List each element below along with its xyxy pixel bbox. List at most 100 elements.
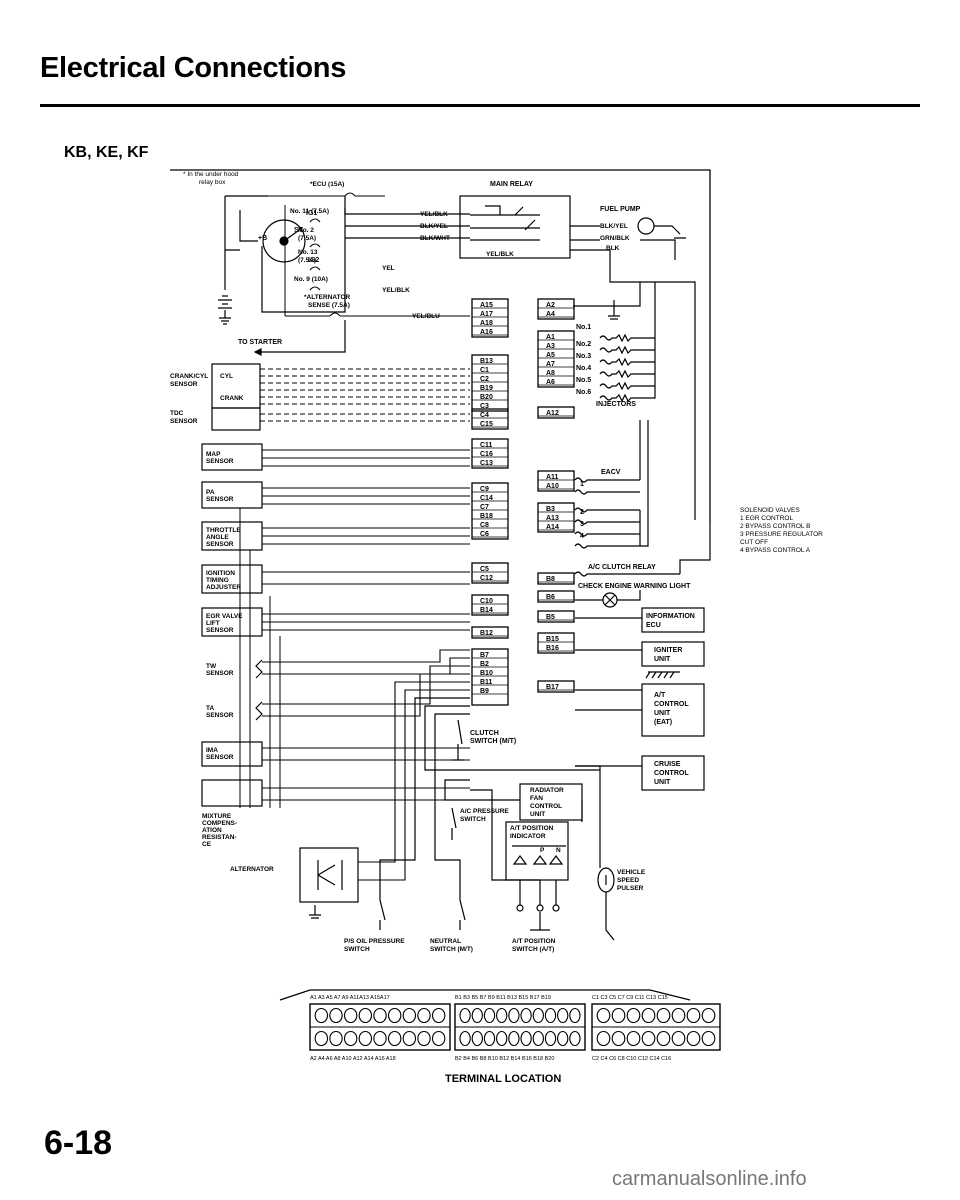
fuse-no11-label: No. 11 (7.5A) [290, 208, 329, 215]
crank-label: CRANK [220, 395, 244, 402]
mixture-resistance-label: MIXTURE [202, 813, 232, 820]
terminal-pin [343, 1007, 358, 1024]
terminal-bottom-labels: A2 A4 A6 A8 A10 A12 A14 A16 A18 [310, 1056, 396, 1062]
solenoid-legend-line: 4 BYPASS CONTROL A [740, 547, 811, 554]
terminal-pin [557, 1007, 569, 1024]
wire-yel-blk: YEL/BLK [420, 211, 448, 218]
clutch-switch-label: CLUTCH [470, 730, 499, 737]
ecu-pin-label: B6 [546, 594, 555, 601]
wire-yel-blu: YEL/BLU [412, 313, 440, 320]
ecu-pin-label: C12 [480, 575, 493, 582]
ecu-pin-label: B7 [480, 652, 489, 659]
terminal-pin [596, 1007, 611, 1024]
at-position-switch-label: A/T POSITION [512, 938, 556, 945]
mixture-resistance-label-4: RESISTAN- [202, 834, 237, 841]
thermistor-icons [255, 659, 263, 721]
ign-timing-label: IGNITION [206, 570, 235, 577]
ecu-connector-group [471, 298, 509, 338]
vehicle-speed-pulser-icon [597, 867, 615, 893]
injector-no4-label: No.4 [576, 365, 591, 372]
svg-text:2: 2 [580, 509, 584, 516]
ecu-pin-label: B11 [480, 679, 493, 686]
terminal-pin [626, 1030, 641, 1047]
alternator-icon [317, 860, 343, 890]
lower-devices: CLUTCH SWITCH (M/T) RADIATOR FAN CONTROL… [344, 697, 646, 953]
terminal-pin [656, 1030, 671, 1047]
ecu-connector-group [537, 632, 575, 654]
at-indicator-n: N [556, 847, 561, 854]
ecu-pin-label: A6 [546, 379, 555, 386]
ecu-pin-column-b: A2A4A1A3A5A7A8A6A12A11A10B3A13A14B8B6B5B… [537, 298, 575, 693]
pa-sensor-label: PA [206, 489, 215, 496]
terminal-bottom-labels: C2 C4 C6 C8 C10 C12 C14 C16 [592, 1056, 671, 1062]
fuse-no13-label: No. 13 [298, 249, 318, 256]
ima-sensor-label-2: SENSOR [206, 754, 234, 761]
ac-clutch-relay-icon [574, 571, 680, 577]
terminal-pin [701, 1007, 716, 1024]
terminal-pin [417, 1030, 431, 1047]
terminal-pin [431, 1007, 446, 1024]
alternator-label: ALTERNATOR [230, 866, 274, 873]
ecu-pin-label: C8 [480, 522, 489, 529]
ecu-connector-group [471, 648, 509, 706]
terminal-pin [314, 1007, 329, 1024]
vehicle-speed-pulser-label: VEHICLE [617, 869, 646, 876]
ecu-pin-label: C3 [480, 403, 489, 410]
injector-no2-label: No.2 [576, 341, 591, 348]
fuse-notes: * In the under hood relay box [183, 171, 239, 186]
terminal-top-labels: B1 B3 B5 B7 B9 B11 B13 B15 B17 B19 [455, 995, 551, 1001]
vehicle-speed-pulser-label-2: SPEED [617, 877, 639, 884]
terminal-pin [569, 1007, 581, 1024]
cyl-label: CYL [220, 373, 233, 380]
ecu-pin-label: B12 [480, 630, 493, 637]
injector-no1-label: No.1 [576, 324, 591, 331]
to-starter-label: TO STARTER [238, 339, 282, 346]
at-control-unit-box [641, 683, 705, 737]
information-ecu-label: INFORMATION [646, 613, 695, 620]
cruise-control-unit-label: CRUISE [654, 761, 681, 768]
ecu-pin-label: A3 [546, 343, 555, 350]
igniter-unit-box [641, 641, 705, 667]
at-control-unit-label-2: CONTROL [654, 701, 689, 708]
wire-grn-blk: GRN/BLK [600, 235, 630, 242]
tdc-sensor-box [211, 407, 261, 431]
left-sensors: CRANK/CYL SENSOR TDC SENSOR CYL CRANK MA… [170, 373, 274, 873]
terminal-pin [496, 1007, 508, 1024]
ign-timing-box [201, 564, 263, 594]
terminal-pin [314, 1030, 329, 1047]
terminal-pin [520, 1007, 532, 1024]
injectors-label: INJECTORS [596, 401, 636, 408]
title-rule [40, 104, 920, 107]
throttle-sensor-label-3: SENSOR [206, 541, 234, 548]
ecu-connector-group [471, 438, 509, 469]
svg-text:1: 1 [580, 481, 584, 488]
switch-st-label: ST [294, 227, 304, 234]
wire-yel-blk-3: YEL/BLK [382, 287, 410, 294]
solenoid-legend-line: 3 PRESSURE REGULATOR [740, 531, 823, 538]
egr-lift-label-3: SENSOR [206, 627, 234, 634]
ecu-connector-group [537, 610, 575, 623]
ecu-connector-group [471, 354, 509, 412]
page-title: Electrical Connections [40, 52, 347, 84]
neutral-switch-label-2: SWITCH (M/T) [430, 946, 473, 953]
ta-sensor-label: TA [206, 705, 214, 712]
ecu-pin-label: C1 [480, 367, 489, 374]
fuse-ecu-label: *ECU (15A) [310, 181, 344, 188]
clutch-switch-icon [452, 719, 464, 761]
svg-text:4: 4 [580, 533, 584, 540]
terminal-pin [701, 1030, 716, 1047]
terminal-top-labels: C1 C3 C5 C7 C9 C11 C13 C15 [592, 995, 668, 1001]
terminal-pin [496, 1030, 508, 1047]
ecu-connector-group [471, 594, 509, 616]
mixture-box [201, 779, 263, 807]
terminal-pin [358, 1030, 373, 1047]
solenoid-legend-line: SOLENOID VALVES [740, 507, 800, 514]
throttle-sensor-label-2: ANGLE [206, 534, 229, 541]
terminal-pin [387, 1030, 402, 1047]
at-control-unit-label: A/T [654, 692, 666, 699]
terminal-pin [402, 1007, 417, 1024]
ps-oil-pressure-switch-label-2: SWITCH [344, 946, 370, 953]
ac-pressure-switch-label: A/C PRESSURE [460, 808, 509, 815]
